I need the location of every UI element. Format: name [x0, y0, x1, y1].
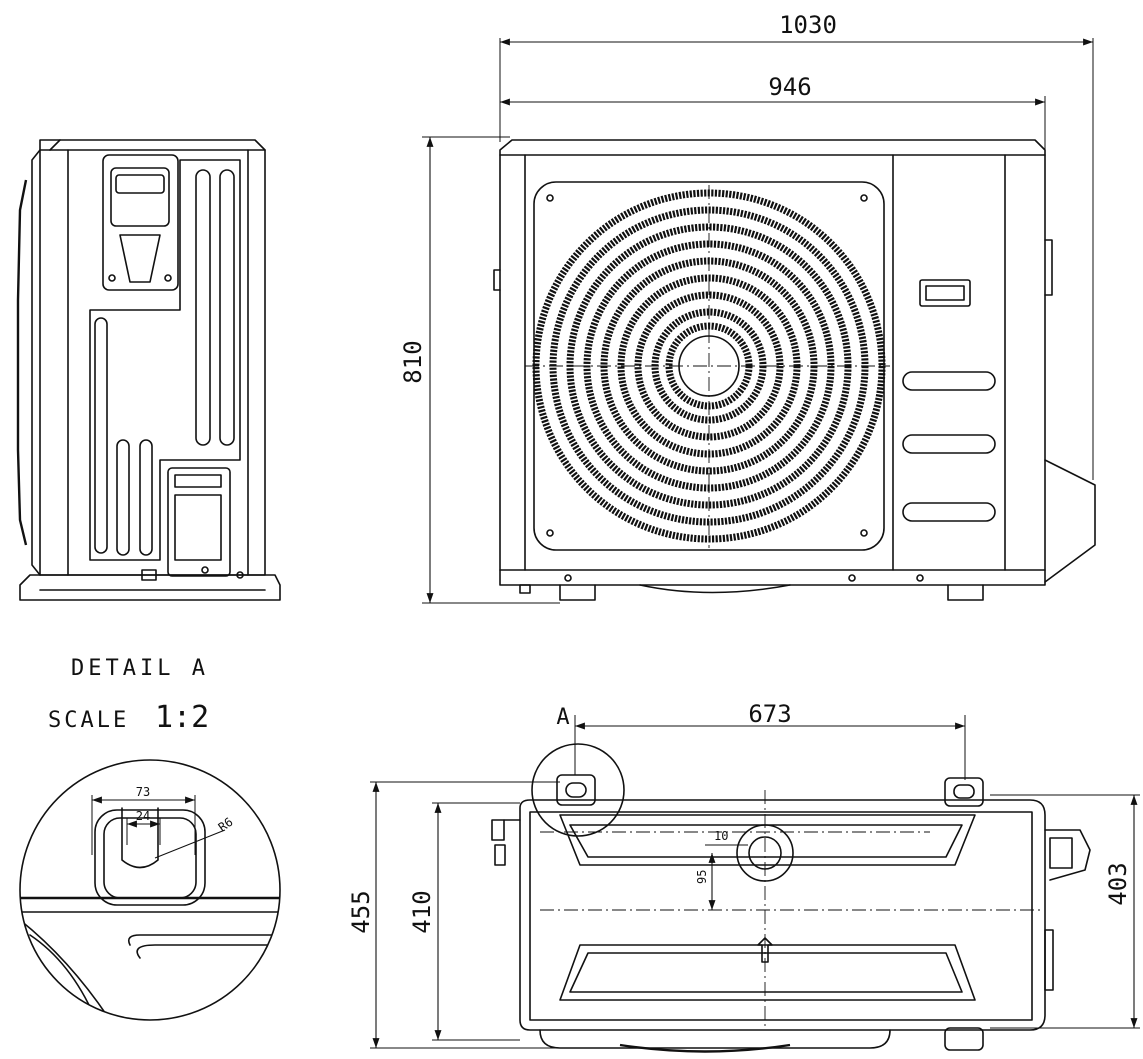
detail-slot-outer: 73 [136, 785, 150, 799]
dim-overall-width: 1030 [779, 11, 837, 39]
dim-overall-depth: 455 [347, 890, 375, 933]
dim-height: 810 [399, 340, 427, 383]
detail-slot-inner: 24 [136, 809, 150, 823]
detail-callout-a: A [556, 705, 569, 730]
detail-a [19, 759, 281, 1021]
fan-grille [525, 185, 890, 548]
detail-title: DETAIL A [71, 656, 209, 681]
dim-body-depth: 410 [408, 890, 436, 933]
dim-mount-depth: 403 [1104, 862, 1132, 905]
drain-offset-y: 95 [695, 870, 709, 884]
dim-mount-spacing: 673 [748, 700, 791, 728]
detail-slot-radius: R6 [216, 815, 236, 835]
dim-body-width: 946 [768, 73, 811, 101]
detail-scale-value: 1:2 [155, 700, 209, 735]
bottom-view [370, 715, 1140, 1053]
side-view [16, 139, 281, 601]
front-view [422, 38, 1096, 604]
detail-scale-label: SCALE [48, 708, 129, 733]
drain-offset-x: 10 [714, 829, 728, 843]
